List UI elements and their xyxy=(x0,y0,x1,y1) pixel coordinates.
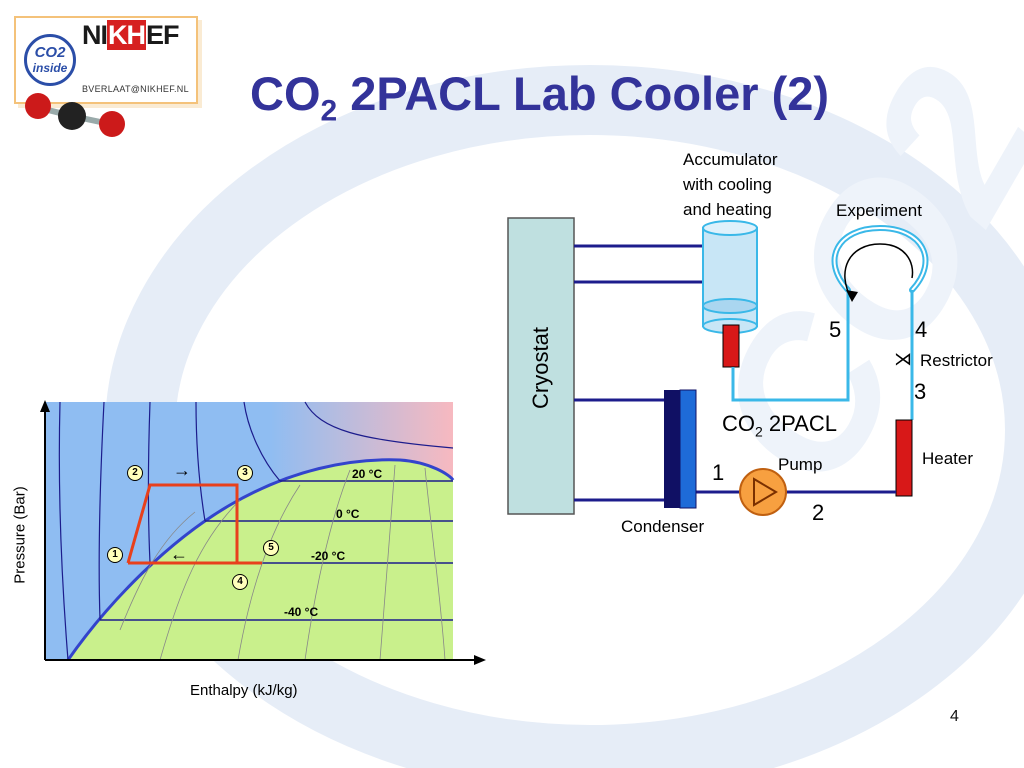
nikhef-logo xyxy=(14,16,198,104)
saturation-dome xyxy=(66,458,455,661)
co2-molecule-icon xyxy=(25,93,125,137)
cycle-point-4: 4 xyxy=(232,574,248,590)
cycle-point-1: 1 xyxy=(107,547,123,563)
accumulator-vessel xyxy=(702,220,758,334)
heater-label: Heater xyxy=(922,449,974,468)
condenser-warm-side xyxy=(679,389,697,509)
heater-element xyxy=(895,419,913,497)
pump-icon xyxy=(739,468,787,516)
condenser-cold-side xyxy=(664,390,680,508)
cycle-point-5: 5 xyxy=(263,540,279,556)
logo-email: BVERLAAT@NIKHEF.NL xyxy=(82,84,189,94)
cycle-point-2: 2 xyxy=(127,465,143,481)
arrow-right-icon: → xyxy=(173,460,191,480)
accumulator-heater xyxy=(722,324,740,368)
restrictor-icon: ⋊ xyxy=(894,349,912,369)
experiment-label: Experiment xyxy=(836,201,922,220)
cryostat-label: Cryostat xyxy=(528,327,553,409)
node-label-2: 2 xyxy=(812,500,825,525)
nikhef-wordmark: NIKHEF xyxy=(82,20,180,50)
node-label-5: 5 xyxy=(829,317,842,342)
light-pipe-accumulator xyxy=(731,290,850,402)
arrow-left-icon: ← xyxy=(170,544,188,564)
experiment-flow-arrow xyxy=(844,243,914,301)
cryostat-box xyxy=(507,217,575,515)
isotherm-label-m40: -40 °C xyxy=(284,605,319,619)
node-label-3: 3 xyxy=(914,379,927,404)
node-label-4: 4 xyxy=(915,317,928,342)
two-phase-region xyxy=(68,459,453,660)
accumulator-label: Accumulator with cooling and heating xyxy=(683,150,778,219)
x-axis-label: Enthalpy (kJ/kg) xyxy=(190,682,298,699)
restrictor-label: Restrictor xyxy=(920,351,993,370)
isotherm-label-0: 0 °C xyxy=(336,507,360,521)
condenser-label: Condenser xyxy=(621,517,705,536)
page-number: 4 xyxy=(950,708,959,725)
cycle-point-3: 3 xyxy=(237,465,253,481)
pump-label: Pump xyxy=(778,455,823,474)
slide-title: CO2 2PACL Lab Cooler (2) xyxy=(250,67,830,128)
2pacl-cycle xyxy=(126,483,262,565)
isotherm-label-20: 20 °C xyxy=(352,467,383,481)
isotherm-label-m20: -20 °C xyxy=(311,549,346,563)
co2-2pacl-label: CO2 2PACL xyxy=(722,411,837,440)
node-label-1: 1 xyxy=(712,460,725,485)
